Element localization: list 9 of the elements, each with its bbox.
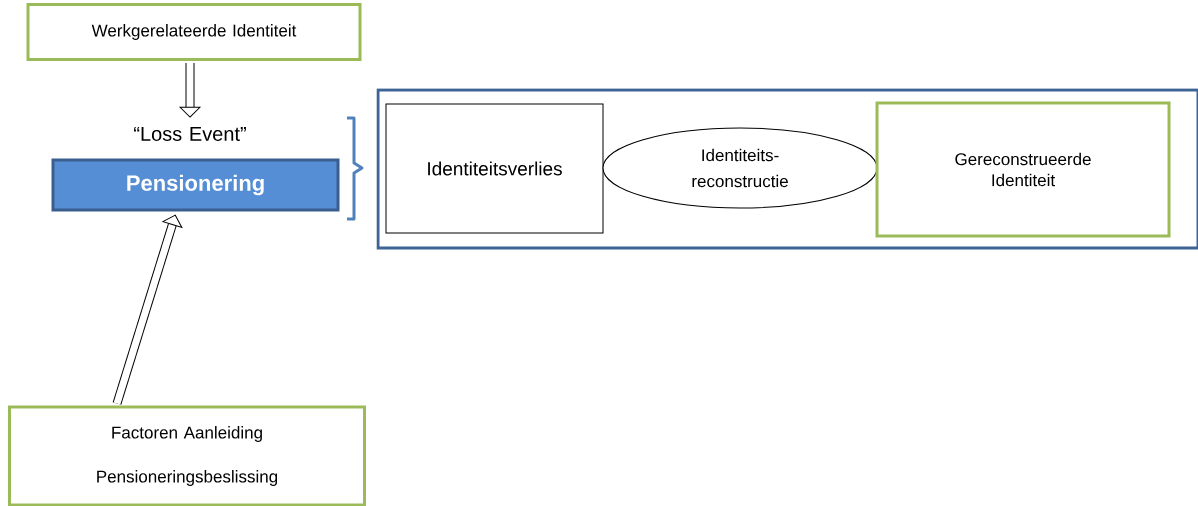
box: Werkgerelateerde Identiteit — [26, 3, 362, 61]
box: Identiteitsverlies — [385, 103, 604, 234]
box: Factoren Aanleiding Pensioneringsbeslissing — [8, 405, 366, 506]
process-box: Pensionering — [51, 158, 340, 212]
hollow-arrow — [112, 214, 183, 405]
hollow-arrow — [179, 63, 201, 118]
box: Gereconstrueerde Identiteit — [875, 101, 1171, 238]
panel-frame — [376, 88, 1198, 250]
label-text: “Loss Event” — [134, 127, 246, 141]
